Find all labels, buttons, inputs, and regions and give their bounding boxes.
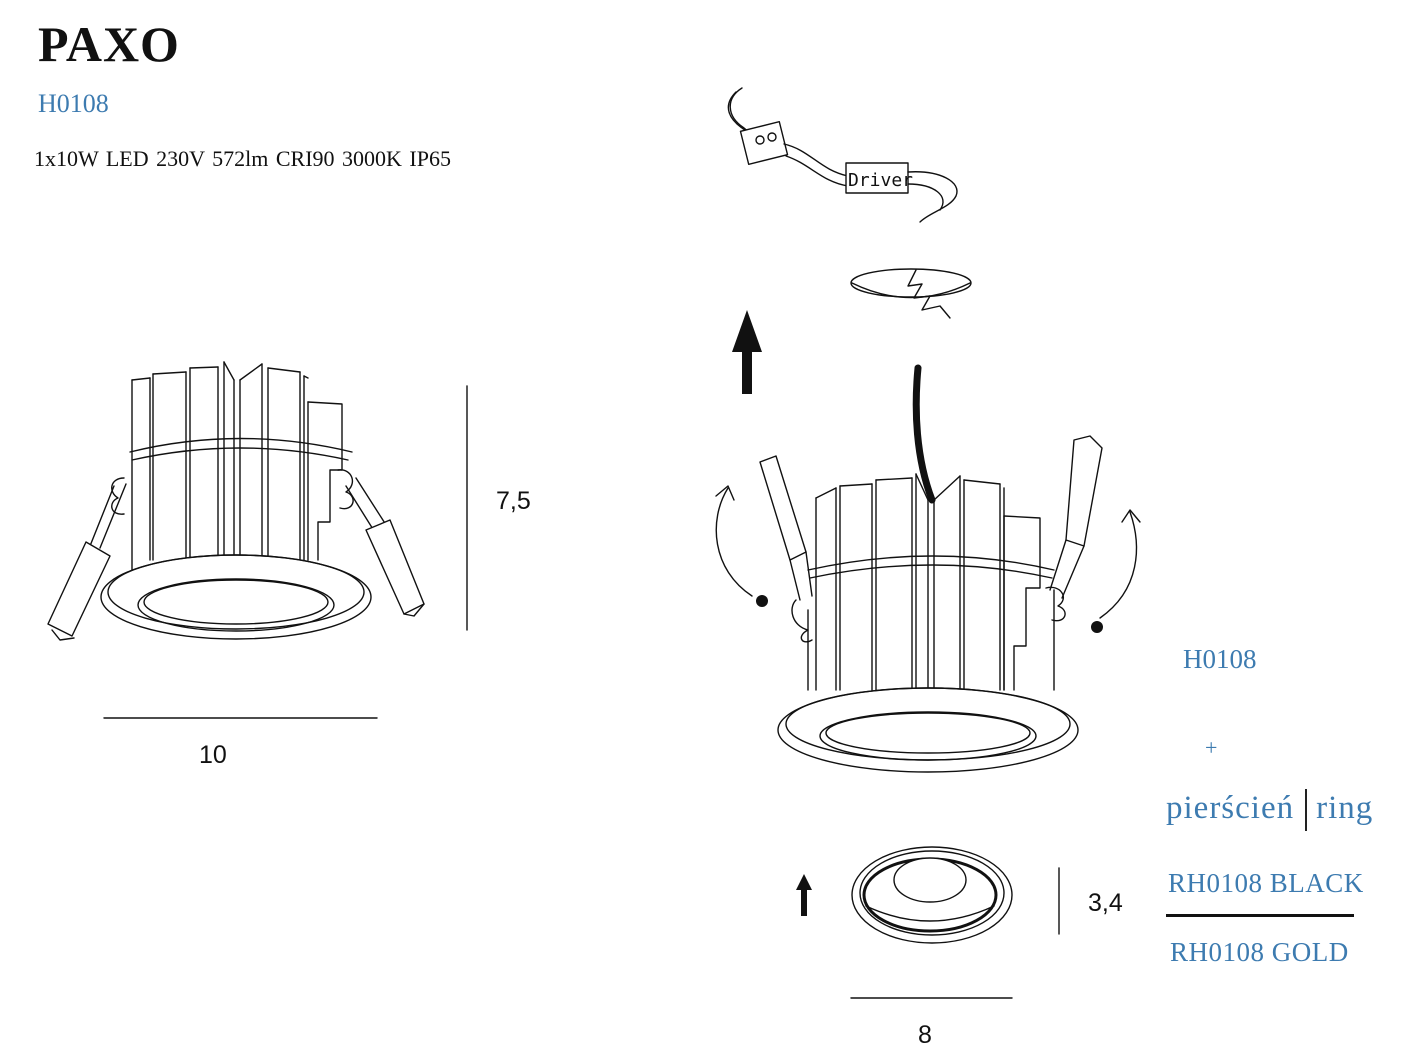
insert-arrow-icon bbox=[732, 310, 762, 394]
wiring-assembly bbox=[727, 87, 958, 223]
width-dimension-label: 10 bbox=[199, 741, 227, 769]
ring-label-separator bbox=[1305, 789, 1308, 832]
product-specs: 1x10W LED 230V 572lm CRI90 3000K IP65 bbox=[34, 146, 451, 171]
ring-height-dimension-label: 3,4 bbox=[1088, 889, 1123, 917]
fixture-install-view bbox=[715, 435, 1141, 773]
plus-sign: + bbox=[1205, 735, 1218, 760]
ring-variant-black: RH0108 BLACK bbox=[1168, 868, 1364, 898]
ring-insert-arrow-icon bbox=[796, 874, 812, 916]
ring-width-dimension-label: 8 bbox=[918, 1021, 932, 1049]
ring-label: pierścień ring bbox=[1166, 787, 1374, 832]
ring-drawing bbox=[851, 846, 1013, 944]
product-code: H0108 bbox=[38, 89, 109, 118]
ring-label-pl: pierścień bbox=[1166, 790, 1295, 826]
ring-label-en: ring bbox=[1316, 790, 1374, 826]
power-cable bbox=[912, 364, 936, 504]
variant-divider bbox=[1166, 914, 1354, 917]
ceiling-cutout bbox=[850, 268, 972, 319]
fixture-side-view bbox=[47, 361, 425, 641]
pivot-dot-left bbox=[756, 595, 768, 607]
driver-box bbox=[845, 162, 909, 194]
product-title: PAXO bbox=[38, 16, 180, 72]
ring-variant-gold: RH0108 GOLD bbox=[1170, 937, 1349, 967]
pivot-dot-right bbox=[1091, 621, 1103, 633]
driver-label: Driver bbox=[848, 170, 913, 191]
height-dimension-label: 7,5 bbox=[496, 487, 531, 515]
accessory-product-code: H0108 bbox=[1183, 644, 1257, 674]
